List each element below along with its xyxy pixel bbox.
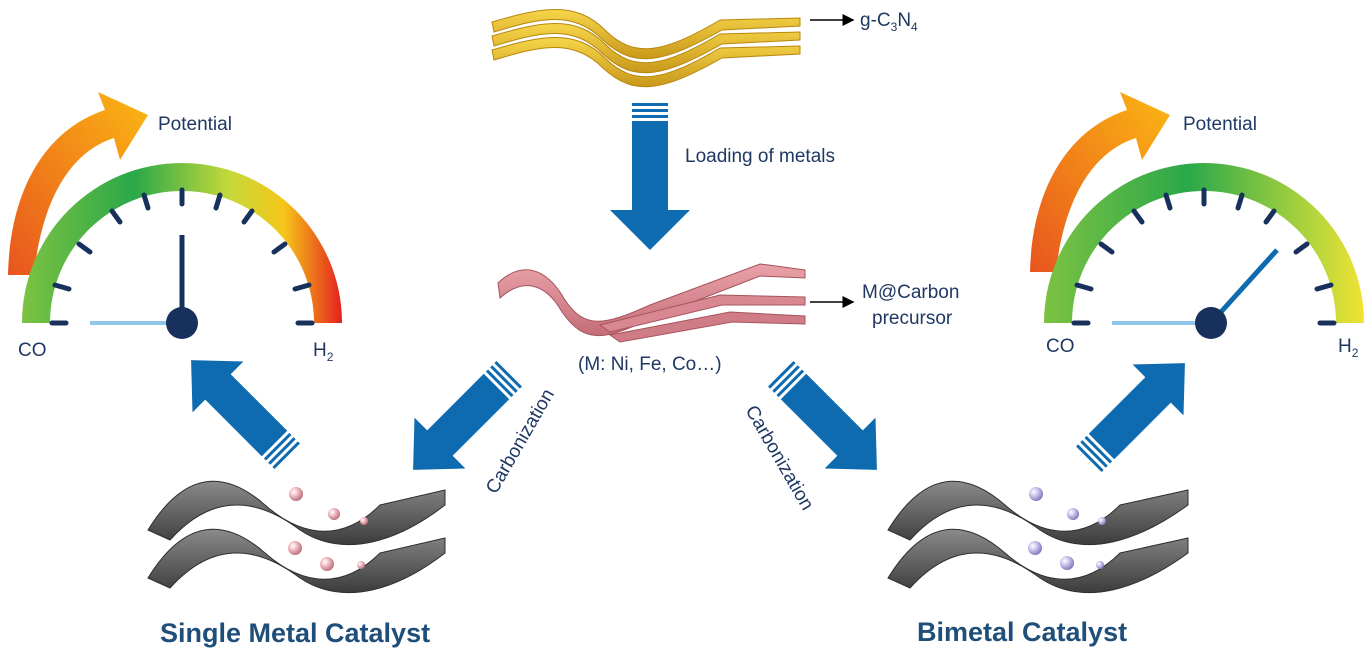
h2-label-left: H2: [313, 340, 334, 364]
particle: [1029, 487, 1043, 501]
precursor-label-1: M@Carbon: [862, 282, 959, 303]
needle-right: [1209, 248, 1279, 325]
bimetal-caption: Bimetal Catalyst: [917, 617, 1127, 647]
particle: [1098, 517, 1106, 525]
gauge-title-right: Potential: [1183, 114, 1257, 135]
particle: [360, 517, 368, 525]
single-metal-caption: Single Metal Catalyst: [160, 618, 430, 648]
gauge-hub-right: [1195, 307, 1227, 339]
gauge-ticks-left: [49, 187, 315, 326]
particle: [357, 561, 365, 569]
gc3n4-sheets: [491, 9, 801, 88]
particle: [1060, 556, 1074, 570]
h2-label-right: H2: [1338, 336, 1359, 360]
single-to-gauge-arrow: [191, 360, 300, 469]
particle: [328, 508, 340, 520]
gauge-left: Potential CO H2: [8, 92, 342, 364]
loading-label: Loading of metals: [685, 146, 835, 167]
potential-arrow-right: [1030, 92, 1170, 272]
co-label-right: CO: [1046, 336, 1075, 357]
particle: [289, 487, 303, 501]
co-label-left: CO: [18, 340, 47, 361]
loading-arrow: [610, 103, 690, 250]
metals-label: (M: Ni, Fe, Co…): [578, 354, 722, 375]
carbonization-arrow-left: [413, 361, 522, 470]
single-metal-sheets: [147, 480, 446, 594]
gauge-ticks-right: [1071, 187, 1337, 326]
particle: [288, 541, 302, 555]
bimetal-sheets: [887, 480, 1189, 594]
particle: [320, 557, 334, 571]
potential-arrow-left: [8, 92, 148, 275]
gauge-title-left: Potential: [158, 114, 232, 135]
carbonization-arrow-right: [768, 361, 877, 470]
gauge-right: Potential CO H2: [1030, 92, 1364, 360]
particle: [1096, 561, 1104, 569]
precursor-sheet: [497, 263, 806, 343]
gc3n4-label: g-C3N4: [860, 10, 918, 34]
gauge-arc-right: [1044, 163, 1364, 323]
particle: [1067, 508, 1079, 520]
particle: [1028, 541, 1042, 555]
gauge-arc-left: [22, 163, 342, 323]
bimetal-to-gauge-arrow: [1076, 363, 1185, 472]
gauge-hub-left: [166, 307, 198, 339]
precursor-label-2: precursor: [872, 308, 953, 329]
